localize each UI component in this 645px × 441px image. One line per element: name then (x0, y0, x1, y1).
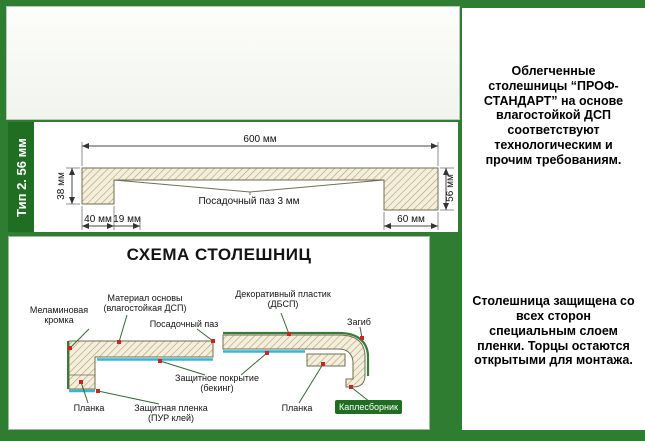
schema-title: СХЕМА СТОЛЕШНИЦ (126, 245, 312, 264)
right-strip-shape (306, 353, 346, 367)
type2-drawing-panel: Тип 2. 56 мм (8, 122, 458, 232)
label-seating-groove: Посадочный паз (149, 319, 219, 329)
dimension-lines (69, 143, 449, 229)
schema-panel: СХЕМА СТОЛЕШНИЦ (8, 236, 430, 430)
label-drip-collector: Каплесборник (335, 400, 402, 415)
label-bend: Загиб (347, 317, 371, 327)
leader-lines (69, 312, 371, 405)
dim-600-label: 600 мм (243, 134, 276, 145)
label-base-material: Материал основы (влагостойкая ДСП) (103, 293, 187, 314)
dim-38-label: 38 мм (56, 172, 67, 200)
label-protective-backing: Защитное покрытие (бекинг) (175, 373, 259, 394)
intro-paragraph: Облегченные столешницы “ПРОФ-СТАНДАРТ” н… (483, 64, 624, 167)
protective-film-lines (69, 350, 305, 393)
groove-note-label: Посадочный паз 3 мм (198, 196, 299, 207)
label-strip-right: Планка (281, 403, 313, 413)
label-strip-left: Планка (73, 403, 105, 413)
dim-56-label: 56 мм (445, 174, 456, 202)
groove-v-lines (113, 179, 385, 193)
right-text-panel: Облегченные столешницы “ПРОФ-СТАНДАРТ” н… (462, 8, 645, 430)
tech-drawing-svg: 600 мм 56 мм 38 мм 40 мм 19 мм 60 мм Пос… (56, 134, 456, 230)
photo-placeholder (6, 6, 460, 120)
protection-paragraph: Столешница защищена со всех сторон специ… (472, 294, 635, 368)
schema-drawing-svg (67, 312, 371, 405)
label-melamine-edge: Меламиновая кромка (29, 305, 89, 326)
dim-60-label: 60 мм (397, 214, 425, 225)
dim-40-label: 40 мм (84, 214, 112, 225)
red-markers (68, 332, 364, 393)
label-protective-film: Защитная пленка (ПУР клей) (134, 403, 208, 424)
right-piece-shape (222, 334, 366, 388)
dim-19-label: 19 мм (113, 214, 141, 225)
type-label-band: Тип 2. 56 мм (8, 122, 34, 232)
label-decorative-plastic: Декоративный пластик (ДБСП) (235, 289, 331, 310)
type-label: Тип 2. 56 мм (13, 137, 29, 217)
